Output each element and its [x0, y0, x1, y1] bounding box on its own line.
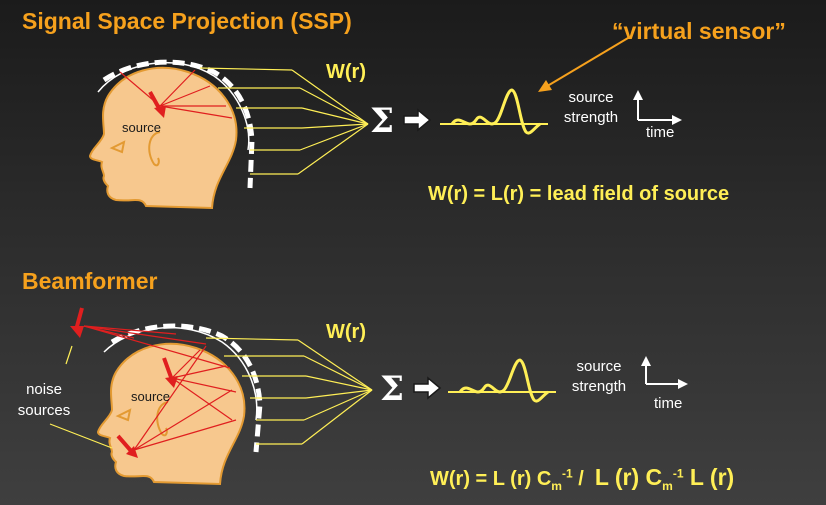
- bf-time-label: time: [654, 395, 683, 412]
- ssp-sum-symbol: Σ: [370, 101, 395, 141]
- ssp-rays: [119, 69, 233, 119]
- bf-eye: [115, 408, 132, 422]
- bf-axis-y-head: [641, 356, 651, 366]
- bf-formula-part3: L (r) C: [594, 464, 663, 490]
- ssp-head: [88, 66, 238, 210]
- ssp-head-group: [88, 59, 255, 210]
- bf-waveform: [458, 358, 549, 403]
- ssp-formula: W(r) = L(r) = lead field of source: [428, 183, 730, 205]
- ssp-source-arrowhead: [154, 106, 166, 118]
- ssp-title: Signal Space Projection (SSP): [22, 8, 352, 34]
- bf-formula-part4: L (r): [683, 464, 735, 490]
- ssp-virtual-pointer-head: [538, 80, 552, 92]
- bf-strength-line2: strength: [571, 378, 627, 395]
- bf-sensor-lines: [205, 337, 373, 445]
- bf-noise-pointer-top: [65, 345, 73, 365]
- bf-noise-line2: sources: [17, 402, 71, 419]
- bf-rays: [83, 325, 237, 451]
- virtual-sensor-label: “virtual sensor”: [612, 18, 786, 44]
- bf-noise-arrow-bottom: [116, 434, 134, 454]
- ssp-strength-line2: strength: [563, 109, 619, 126]
- ssp-source-arrow: [148, 91, 162, 111]
- bf-head-group: [49, 307, 263, 486]
- ssp-time-label: time: [646, 124, 675, 141]
- bf-source-label: source: [131, 389, 171, 404]
- bf-noise-line1: noise: [26, 381, 62, 398]
- bf-sum-symbol: Σ: [380, 369, 405, 409]
- beamformer-title: Beamformer: [22, 268, 158, 294]
- ssp-axis-x-head: [672, 115, 682, 125]
- ssp-flow-arrow: [403, 108, 432, 132]
- bf-formula-sub1: m: [551, 479, 562, 493]
- ssp-ear: [148, 131, 161, 167]
- bf-strength-line1: source: [576, 358, 622, 375]
- ssp-source-label: source: [122, 120, 162, 135]
- ssp-virtual-pointer: [543, 37, 629, 89]
- bf-formula-sub2: m: [662, 479, 673, 493]
- bf-noise-arrow-bottom-head: [126, 446, 138, 458]
- bf-noise-arrow-top-head: [70, 326, 84, 338]
- ssp-sensor-lines: [199, 67, 369, 175]
- bf-weight-label: W(r): [326, 321, 366, 343]
- ssp-strength-line1: source: [568, 89, 614, 106]
- ssp-waveform: [450, 88, 541, 135]
- bf-source-arrow: [162, 357, 174, 381]
- bf-ear: [156, 401, 169, 437]
- ssp-weight-label: W(r): [326, 61, 366, 83]
- bf-axis-x-head: [678, 379, 688, 389]
- bf-formula: W(r) = L (r) Cm-1 / L (r) Cm-1 L (r): [430, 464, 735, 493]
- ssp-eye: [109, 140, 126, 154]
- bf-formula-sup2: -1: [672, 466, 684, 481]
- ssp-axis-y-head: [633, 90, 643, 100]
- ssp-helmet: [102, 59, 255, 189]
- bf-source-arrowhead: [165, 376, 178, 388]
- bf-formula-sup1: -1: [561, 466, 573, 481]
- bf-helmet: [110, 323, 263, 453]
- bf-noise-pointer-bottom: [49, 423, 113, 449]
- bf-formula-part1: W(r) = L (r) C: [430, 468, 552, 490]
- bf-formula-divider: /: [572, 468, 595, 490]
- bf-flow-arrow: [413, 376, 442, 400]
